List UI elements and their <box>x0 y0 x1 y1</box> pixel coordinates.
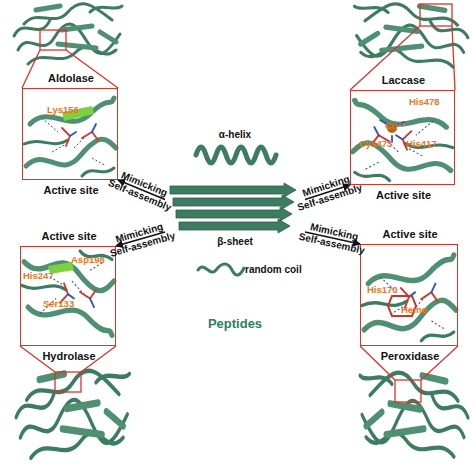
laccase-structure <box>355 4 468 67</box>
active-site-box: Active siteHis170HemePeroxidase <box>360 244 458 346</box>
alpha-helix-art <box>196 147 276 163</box>
beta-sheet-art <box>179 219 290 233</box>
hydrolase-site-art <box>22 251 114 335</box>
zoom-box <box>55 372 81 392</box>
residue-label: Lys156 <box>47 103 79 116</box>
aldolase-site-art <box>24 98 116 176</box>
active-site-box: LaccaseHis478Cu²⁺Cys473His417Active site <box>350 90 455 185</box>
random-coil-art <box>198 264 244 275</box>
node-label: random coil <box>245 263 302 276</box>
edge-label: Mimicking Self-assembly <box>291 170 365 214</box>
residue-label: His170 <box>367 283 398 296</box>
zoom-box <box>420 4 452 26</box>
edge-label: Mimicking Self-assembly <box>296 219 370 257</box>
residue-label: Ser133 <box>43 297 74 310</box>
residue-label: Asp198 <box>71 253 105 266</box>
hydrolase-structure <box>16 371 129 458</box>
beta-sheet-art <box>173 195 294 209</box>
node-label: α-helix <box>165 128 305 141</box>
node-label: β-sheet <box>165 235 305 248</box>
residue-label: Heme <box>401 303 427 316</box>
edge-label: Mimicking Self-assembly <box>105 165 179 214</box>
node-label: Aldolase <box>3 72 139 85</box>
node-label: Hydrolase <box>1 350 137 363</box>
beta-sheet-art <box>176 207 292 221</box>
beta-sheet-art <box>170 183 296 197</box>
beta-sheet-art <box>170 183 296 233</box>
group-title: Peptides <box>165 316 305 332</box>
laccase-site-art <box>353 100 453 180</box>
residue-label: His478 <box>409 95 440 108</box>
residue-label: Cys473 <box>359 137 392 150</box>
peroxidase-site-art <box>362 255 456 341</box>
residue-label: His417 <box>406 137 437 150</box>
residue-label: Cu²⁺ <box>385 119 406 132</box>
active-site-box: Active siteAsp198His247Ser133Hydrolase <box>20 246 116 346</box>
zoom-box <box>395 380 421 402</box>
peptide-group: α-helix β-sheet random coilPeptides <box>165 124 305 340</box>
node-label: Peroxidase <box>342 350 474 363</box>
active-site-box: AldolaseLys156Active site <box>22 88 118 180</box>
residue-label: His247 <box>23 269 54 282</box>
zoom-box <box>40 30 66 50</box>
node-label: Laccase <box>336 74 471 87</box>
aldolase-structure <box>14 4 122 64</box>
peroxidase-structure <box>360 373 468 457</box>
edge-label: Mimicking Self-assembly <box>104 218 178 260</box>
